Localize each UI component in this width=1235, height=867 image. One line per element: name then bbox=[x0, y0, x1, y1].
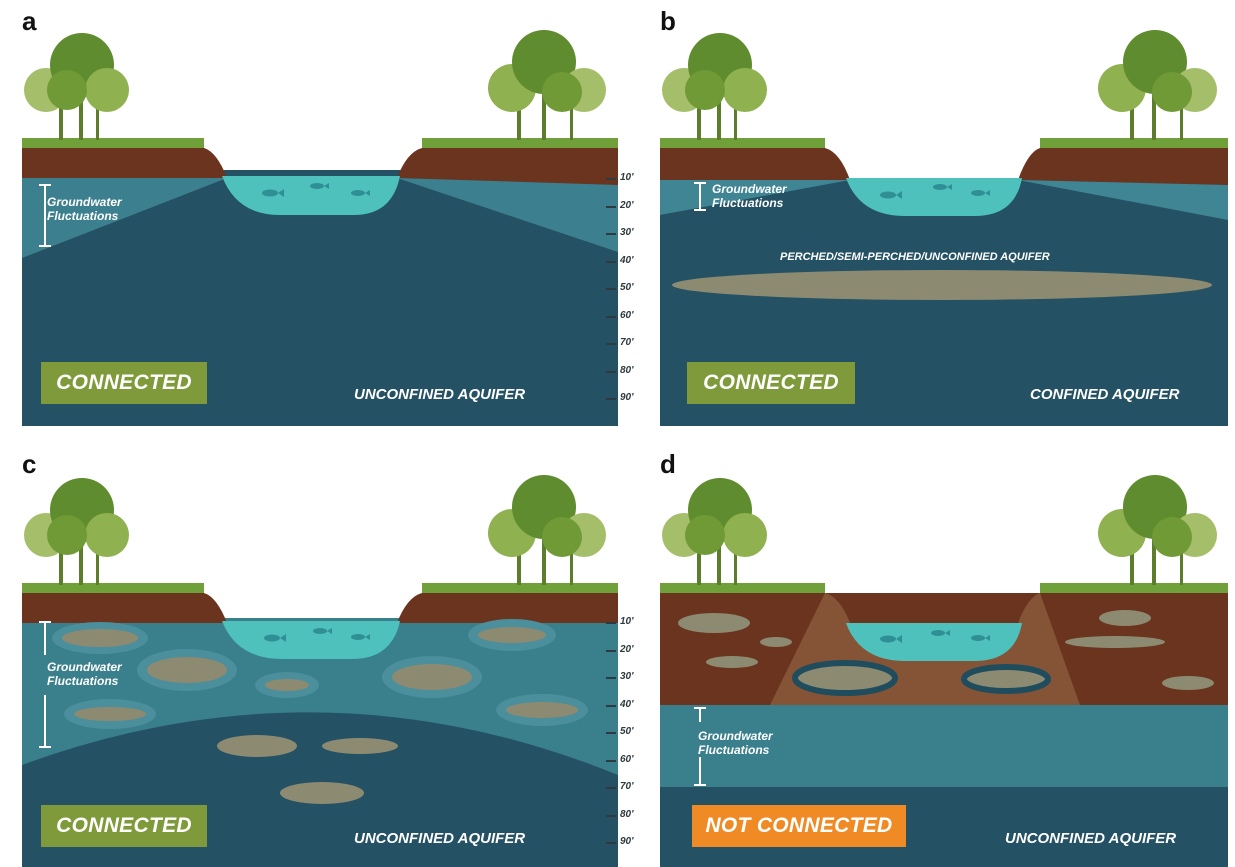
depth-tick-label: 20' bbox=[620, 643, 634, 655]
depth-tick-label: 60' bbox=[620, 753, 634, 765]
depth-tick-mark bbox=[606, 315, 616, 318]
panel-a-fluctuation-label: Groundwater Fluctuations bbox=[47, 195, 122, 223]
depth-tick: 50' bbox=[604, 282, 648, 296]
depth-scale-bottom: 10' 20' 30' 40' 50' 60' 70' 80' 90' bbox=[604, 616, 648, 866]
depth-tick: 70' bbox=[604, 781, 648, 795]
panel-b-aquifer-label: CONFINED AQUIFER bbox=[1030, 386, 1180, 403]
depth-tick-mark bbox=[606, 732, 616, 734]
depth-tick-mark bbox=[606, 260, 616, 263]
panel-a-status-badge: CONNECTED bbox=[41, 362, 207, 404]
depth-tick-label: 30' bbox=[620, 671, 634, 682]
depth-tick: 20' bbox=[604, 644, 648, 658]
depth-tick-label: 70' bbox=[620, 337, 634, 348]
panel-d-letter: d bbox=[660, 449, 676, 479]
depth-tick-mark bbox=[606, 704, 616, 707]
depth-tick-label: 70' bbox=[620, 781, 634, 792]
depth-tick-mark bbox=[606, 759, 616, 762]
depth-tick: 80' bbox=[604, 365, 648, 379]
depth-tick-label: 30' bbox=[620, 227, 634, 238]
panel-b-status-badge: CONNECTED bbox=[687, 362, 855, 404]
depth-tick-label: 50' bbox=[620, 726, 634, 737]
depth-tick: 60' bbox=[604, 754, 648, 768]
depth-tick-label: 20' bbox=[620, 199, 634, 211]
depth-tick: 30' bbox=[604, 227, 648, 241]
panel-b-letter: b bbox=[660, 6, 676, 36]
panel-a-letter: a bbox=[22, 6, 37, 36]
depth-tick-mark bbox=[606, 622, 616, 624]
panel-b-fluctuation-label: Groundwater Fluctuations bbox=[712, 182, 787, 210]
depth-tick-label: 60' bbox=[620, 309, 634, 321]
depth-tick-mark bbox=[606, 205, 616, 208]
depth-tick-label: 50' bbox=[620, 282, 634, 293]
depth-tick-label: 40' bbox=[620, 698, 634, 710]
panel-b: b Groundwater Fluctuations PERCHED/SEMI-… bbox=[660, 8, 1228, 426]
panel-a: a Groundwater Fluctuations CONNECTED UNC… bbox=[22, 8, 618, 426]
depth-tick-mark bbox=[606, 814, 616, 817]
depth-tick-mark bbox=[606, 787, 616, 789]
depth-tick-label: 90' bbox=[620, 392, 634, 403]
depth-tick-label: 80' bbox=[620, 364, 634, 376]
depth-tick: 80' bbox=[604, 809, 648, 823]
depth-tick: 30' bbox=[604, 671, 648, 685]
depth-tick: 40' bbox=[604, 255, 648, 269]
depth-tick: 20' bbox=[604, 200, 648, 214]
panel-c-status-badge: CONNECTED bbox=[41, 805, 207, 847]
depth-tick-mark bbox=[606, 233, 616, 235]
depth-tick-mark bbox=[606, 842, 616, 844]
depth-tick-mark bbox=[606, 649, 616, 652]
depth-tick-label: 90' bbox=[620, 836, 634, 847]
depth-tick-label: 40' bbox=[620, 254, 634, 266]
depth-tick-mark bbox=[606, 288, 616, 290]
panel-c: c Groundwater Fluctuations CONNECTED UNC… bbox=[22, 451, 618, 867]
depth-tick-label: 10' bbox=[620, 616, 634, 627]
depth-tick-label: 10' bbox=[620, 172, 634, 183]
depth-tick-mark bbox=[606, 398, 616, 400]
depth-tick: 90' bbox=[604, 836, 648, 850]
panel-c-fluctuation-label: Groundwater Fluctuations bbox=[47, 660, 122, 688]
depth-tick: 10' bbox=[604, 172, 648, 186]
panel-d: d Groundwater Fluctuations NOT CONNECTED… bbox=[660, 451, 1228, 867]
panel-d-fluctuation-label: Groundwater Fluctuations bbox=[698, 729, 773, 757]
depth-tick-mark bbox=[606, 178, 616, 180]
depth-tick: 40' bbox=[604, 699, 648, 713]
panel-c-aquifer-label: UNCONFINED AQUIFER bbox=[354, 830, 526, 847]
depth-tick-label: 80' bbox=[620, 808, 634, 820]
panel-d-diagram bbox=[660, 475, 1228, 867]
panel-b-perched-aquifer-label: PERCHED/SEMI-PERCHED/UNCONFINED AQUIFER bbox=[780, 251, 1050, 263]
depth-tick: 70' bbox=[604, 337, 648, 351]
panel-d-aquifer-label: UNCONFINED AQUIFER bbox=[1005, 830, 1177, 847]
depth-tick-mark bbox=[606, 370, 616, 373]
panel-d-status-badge: NOT CONNECTED bbox=[692, 805, 906, 847]
depth-tick: 90' bbox=[604, 392, 648, 406]
depth-tick: 50' bbox=[604, 726, 648, 740]
depth-scale-top: 10' 20' 30' 40' 50' 60' 70' 80' 90' bbox=[604, 172, 648, 422]
panel-c-letter: c bbox=[22, 449, 37, 479]
depth-tick: 10' bbox=[604, 616, 648, 630]
depth-tick: 60' bbox=[604, 310, 648, 324]
panel-a-aquifer-label: UNCONFINED AQUIFER bbox=[354, 386, 526, 403]
depth-tick-mark bbox=[606, 677, 616, 679]
depth-tick-mark bbox=[606, 343, 616, 345]
